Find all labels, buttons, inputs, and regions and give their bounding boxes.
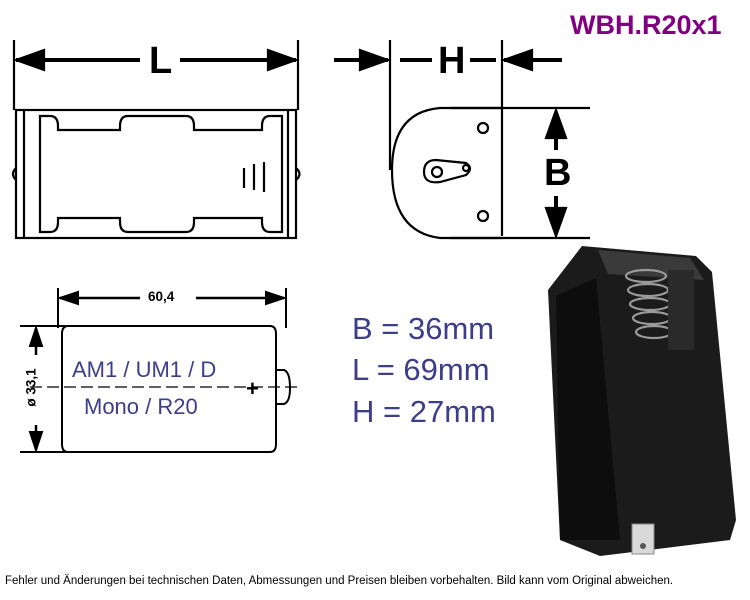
battery-length-label: 60,4 [148,289,175,304]
holder-side-view [11,40,301,240]
battery-type-label-1: AM1 / UM1 / D [72,357,217,382]
holder-end-view [334,40,590,240]
height-label: H [438,40,466,82]
positive-terminal-symbol: + [246,376,259,401]
product-code-title: WBH.R20x1 [570,10,722,40]
battery-type-label-2: Mono / R20 [84,394,198,419]
disclaimer-text: Fehler und Änderungen bei technischen Da… [5,575,674,587]
length-label: L [149,40,173,82]
spec-width: B = 36mm [352,311,495,346]
battery-diameter-label: ø 33,1 [23,368,39,407]
spec-height: H = 27mm [352,394,496,429]
width-label: B [544,152,572,194]
battery-drawing [20,288,298,454]
spec-length: L = 69mm [352,352,490,387]
product-photo [548,246,736,556]
